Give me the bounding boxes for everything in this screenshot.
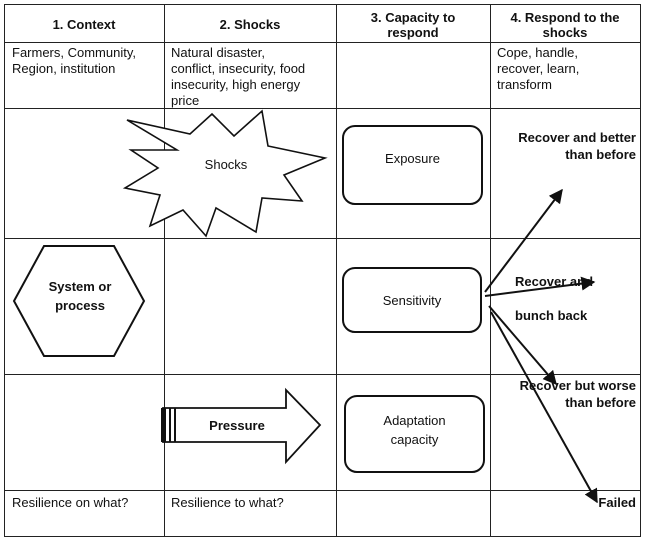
column-header-shocks: 2. Shocks xyxy=(219,17,281,32)
exposure-box-shape xyxy=(342,125,483,205)
resilience-to-what: Resilience to what? xyxy=(171,495,284,510)
resilience-on-what: Resilience on what? xyxy=(12,495,129,510)
outcome-failed: Failed xyxy=(598,495,636,510)
table-grid xyxy=(4,4,641,537)
system-hexagon-shape xyxy=(12,245,146,357)
arrow-recover-better xyxy=(484,188,563,293)
outcome-recover-worse: Recover but worse than before xyxy=(519,378,636,410)
column-header-context: 1. Context xyxy=(52,17,116,32)
column-header-capacity: 3. Capacity to respond xyxy=(370,10,456,40)
outcome-recover-and: Recover and xyxy=(515,274,594,289)
sensitivity-label: Sensitivity xyxy=(382,293,442,308)
outcome-bunch-back: bunch back xyxy=(515,308,588,323)
system-label: System or process xyxy=(48,279,112,313)
exposure-label: Exposure xyxy=(385,151,440,166)
outcome-recover-better: Recover and better than before xyxy=(518,130,636,162)
adaptation-box-shape xyxy=(344,395,485,473)
shocks-description: Natural disaster, conflict, insecurity, … xyxy=(171,45,306,108)
respond-description: Cope, handle, recover, learn, transform xyxy=(497,45,580,92)
arrow-failed xyxy=(490,311,598,504)
adaptation-label: Adaptation capacity xyxy=(383,413,446,447)
pressure-label: Pressure xyxy=(209,418,265,433)
pressure-arrow-shape xyxy=(161,387,322,465)
column-header-respond: 4. Respond to the shocks xyxy=(510,10,620,40)
shocks-starburst-shape xyxy=(122,109,328,238)
shocks-label: Shocks xyxy=(204,157,248,172)
context-description: Farmers, Community, Region, institution xyxy=(12,45,136,76)
sensitivity-box-shape xyxy=(342,267,482,333)
arrow-recover-bounce xyxy=(484,276,596,297)
arrow-recover-worse xyxy=(488,305,557,386)
